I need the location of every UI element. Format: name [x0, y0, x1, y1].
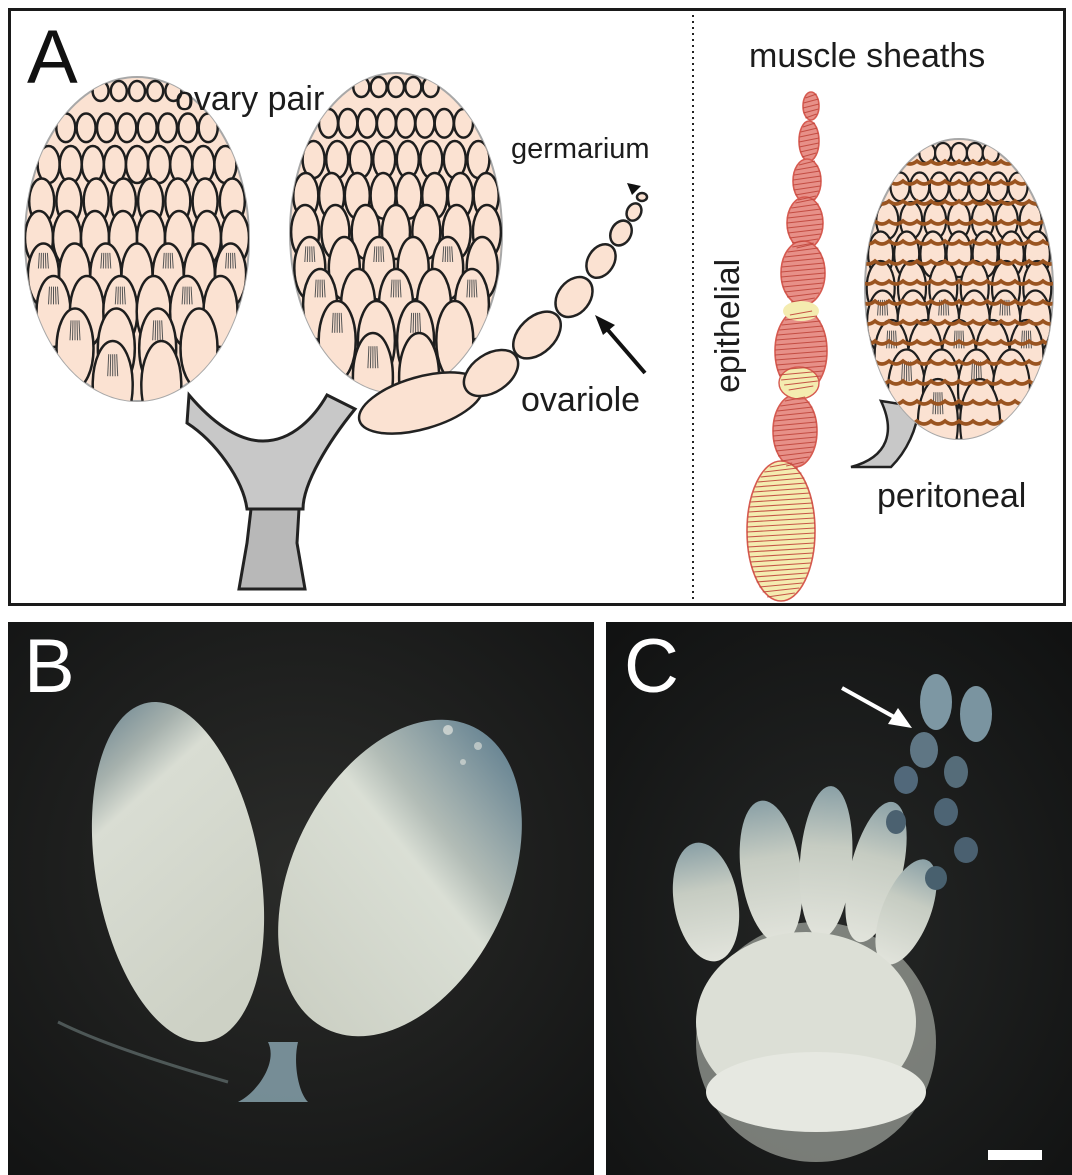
ovariole-arrow [607, 329, 645, 373]
label-epithelial: epithelial [709, 259, 747, 393]
label-muscle-sheaths: muscle sheaths [749, 37, 985, 75]
ovary-diagram-svg: A ovary pair [11, 11, 1063, 603]
panel-letter-a: A [27, 15, 78, 100]
label-peritoneal: peritoneal [877, 477, 1026, 515]
panel-letter-b: B [24, 624, 75, 709]
label-germarium: germarium [511, 133, 650, 165]
epithelial-sheath-ovariole [747, 92, 827, 601]
peritoneal-sheath-ovary [851, 139, 1063, 467]
photo-b-svg: B [8, 622, 594, 1175]
lateral-oviduct [187, 395, 355, 509]
common-oviduct [239, 509, 305, 589]
scale-bar [988, 1150, 1042, 1160]
panel-a-diagram: A ovary pair [8, 8, 1066, 606]
photo-c-svg: C [606, 622, 1072, 1175]
panel-b-photo: B [8, 622, 594, 1175]
panel-c-photo: C [606, 622, 1072, 1175]
left-ovary [25, 77, 249, 429]
panel-letter-c: C [624, 624, 679, 709]
label-ovariole: ovariole [521, 381, 640, 419]
label-ovary-pair: ovary pair [175, 80, 324, 118]
